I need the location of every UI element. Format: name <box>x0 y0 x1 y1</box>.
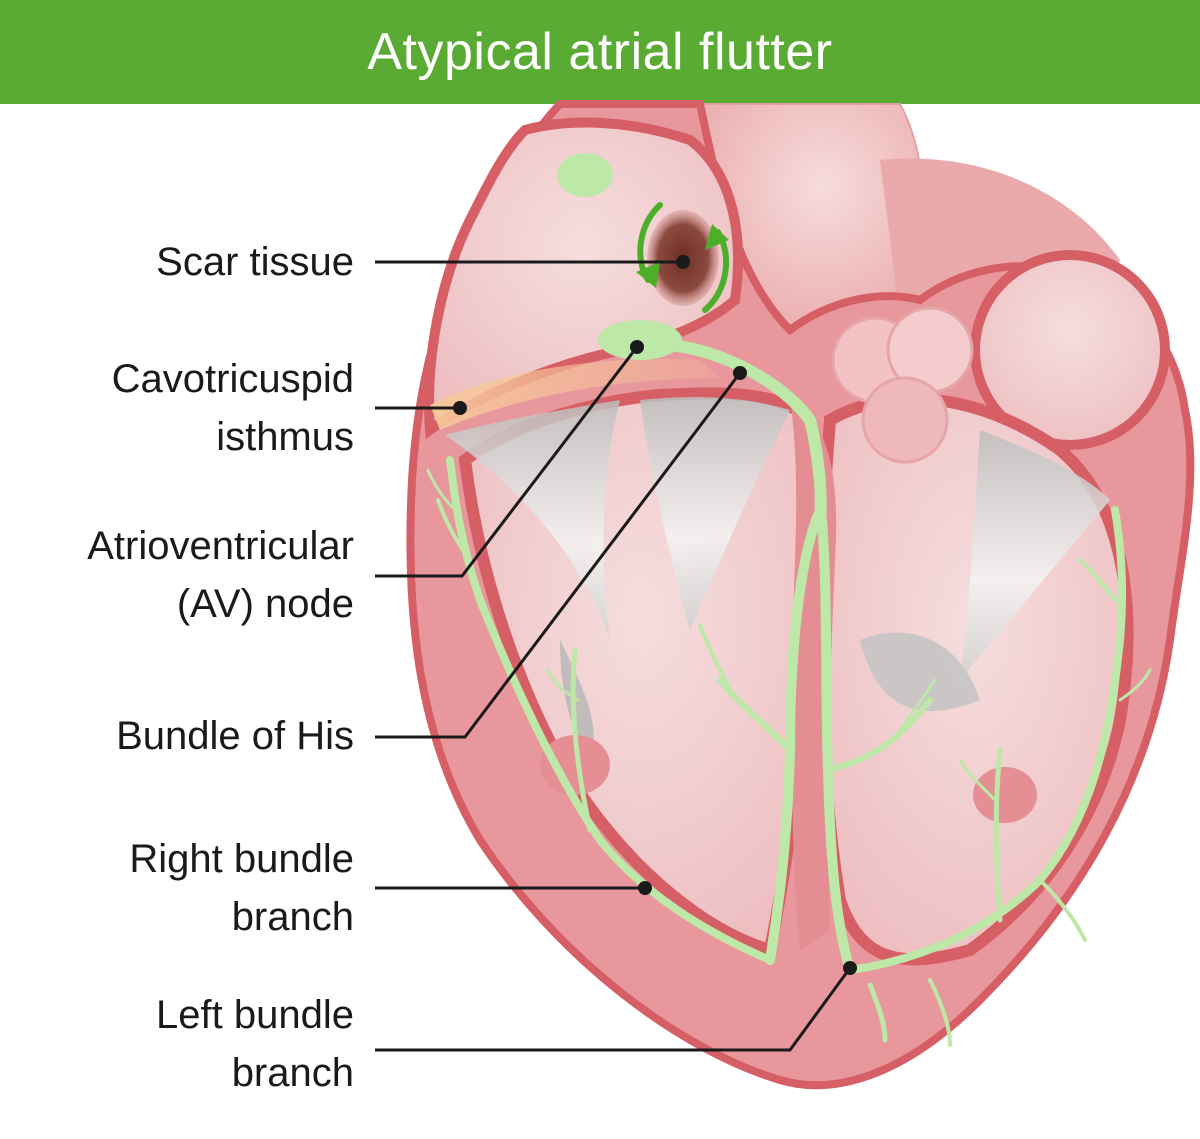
label-cavotricuspid-isthmus: Cavotricuspid isthmus <box>111 357 354 459</box>
sa-node <box>557 153 613 197</box>
label-scar-tissue: Scar tissue <box>156 240 354 284</box>
conduction-system <box>426 320 1152 1047</box>
leader-dots <box>453 255 857 975</box>
label-right-bundle-branch: Right bundle branch <box>129 837 354 939</box>
bundle-of-his <box>664 339 827 526</box>
right-atrium <box>424 117 743 440</box>
label-bundle-of-his: Bundle of His <box>116 714 354 758</box>
diagram-title: Atypical atrial flutter <box>367 23 833 81</box>
arrowhead-right-icon <box>705 224 729 250</box>
av-node <box>598 320 682 360</box>
label-left-bundle-branch: Left bundle branch <box>156 993 354 1095</box>
title-bar: Atypical atrial flutter <box>0 0 1200 104</box>
cavotricuspid-isthmus <box>430 359 720 430</box>
leader-av-node <box>375 346 639 578</box>
papillary-muscle <box>973 767 1037 823</box>
aortic-valve <box>831 306 974 464</box>
leader-bundle-of-his <box>375 372 742 739</box>
papillary-muscle <box>540 735 610 795</box>
leader-left-bundle-branch <box>375 967 852 1052</box>
leader-lines <box>375 260 852 1052</box>
chordae-tendineae <box>445 397 1110 760</box>
arrowhead-left-icon <box>636 262 660 288</box>
left-atrium <box>970 250 1170 450</box>
label-av-node: Atrioventricular (AV) node <box>87 524 354 626</box>
